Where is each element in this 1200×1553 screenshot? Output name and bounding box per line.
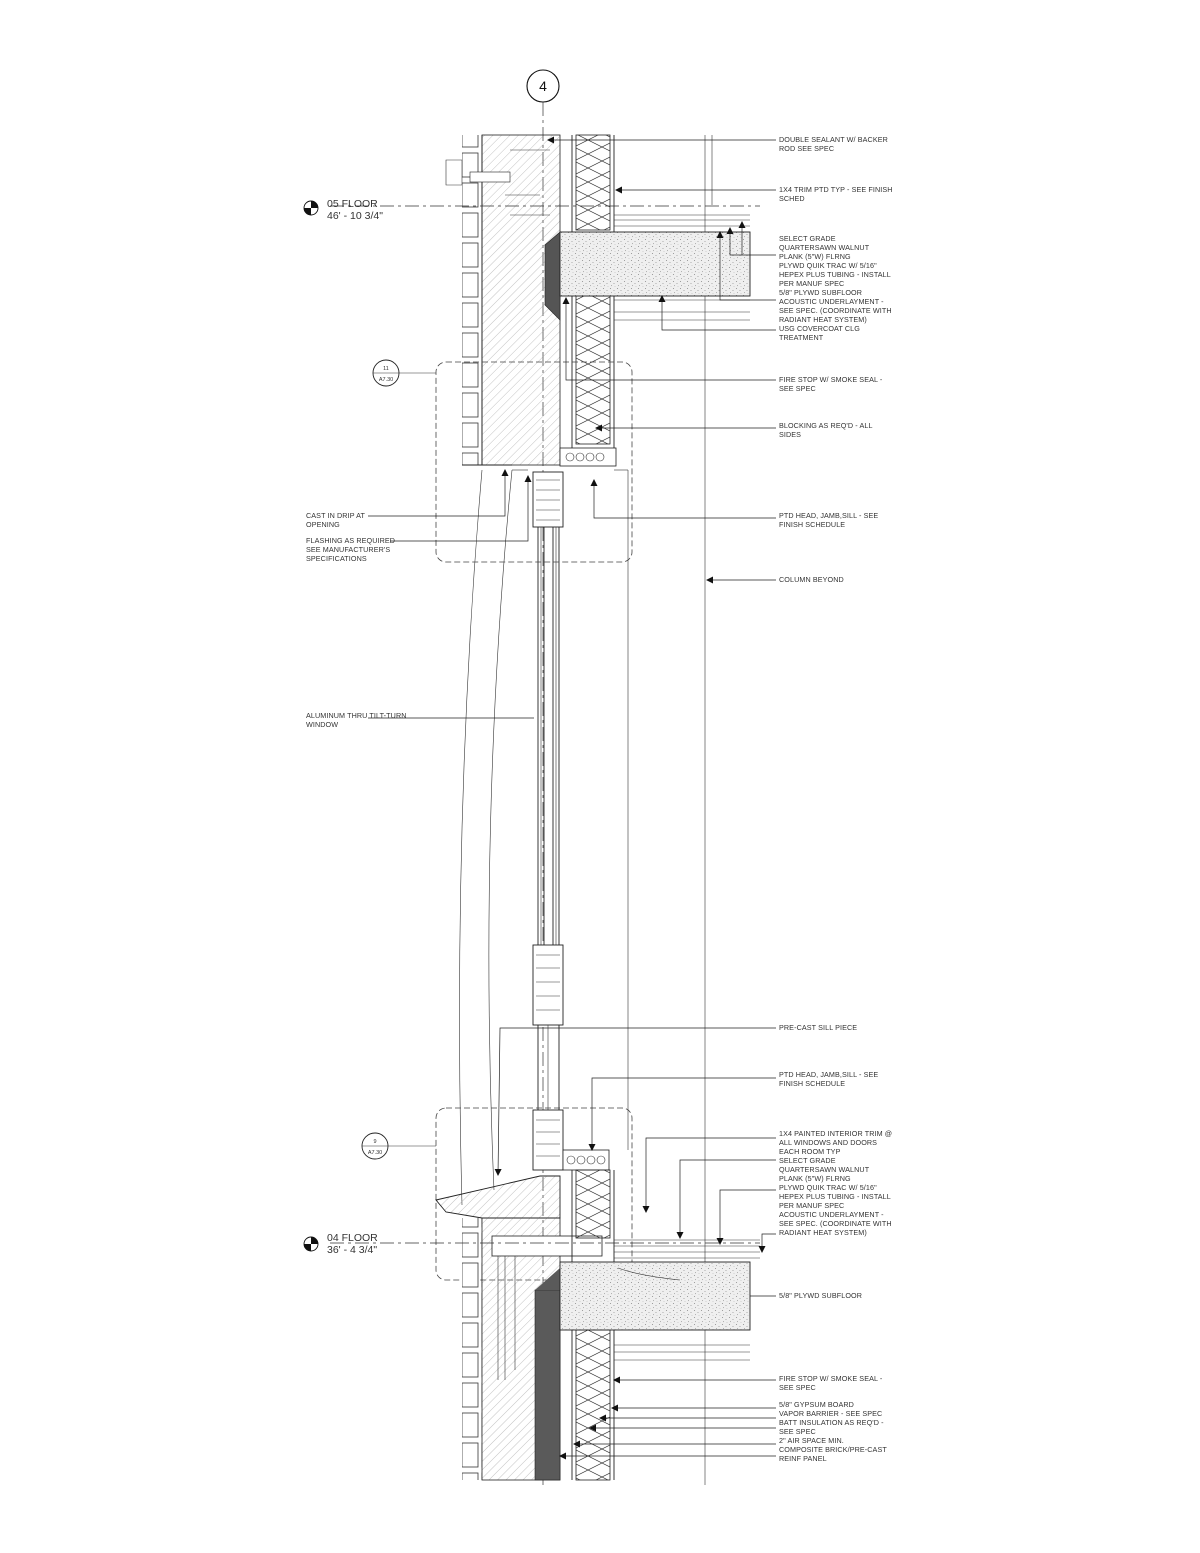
detail-tag-sheet-lower: A7.30	[368, 1150, 382, 1156]
level-marker-upper: 05 FLOOR 46' - 10 3/4"	[303, 198, 383, 222]
grid-number: 4	[539, 78, 547, 94]
tilt-turn-window	[532, 471, 564, 1171]
note-fire-stop-upper: FIRE STOP W/ SMOKE SEAL -SEE SPEC	[779, 375, 883, 393]
level-elevation-lower: 36' - 4 3/4"	[327, 1244, 377, 1256]
level-name-lower: 04 FLOOR	[327, 1232, 378, 1244]
level-marker-lower: 04 FLOOR 36' - 4 3/4"	[303, 1232, 378, 1256]
floor-slab-upper	[559, 214, 751, 321]
note-floor-assembly-lower: 1X4 PAINTED INTERIOR TRIM @ALL WINDOWS A…	[779, 1129, 892, 1237]
detail-callout-upper: 11 A7.30	[372, 359, 633, 563]
precast-wall-lower	[462, 1217, 603, 1481]
note-plywood-subfloor: 5/8" PLYWD SUBFLOOR	[779, 1291, 862, 1300]
exterior-reveal-profile	[459, 469, 528, 1206]
detail-tag-sheet-upper: A7.30	[379, 377, 393, 383]
note-fire-stop-lower: FIRE STOP W/ SMOKE SEAL -SEE SPEC	[779, 1374, 883, 1392]
note-column-beyond: COLUMN BEYOND	[779, 575, 844, 584]
note-precast-sill: PRE-CAST SILL PIECE	[779, 1023, 857, 1032]
detail-tag-number-upper: 11	[383, 366, 389, 372]
stud-wall-lower	[571, 1169, 615, 1481]
level-elevation-upper: 46' - 10 3/4"	[327, 210, 383, 222]
stud-wall-upper	[559, 134, 617, 467]
detail-tag-number-lower: 9	[373, 1139, 376, 1145]
floor-slab-lower	[559, 1239, 760, 1361]
level-name-upper: 05 FLOOR	[327, 198, 378, 210]
precast-wall-upper	[445, 134, 561, 466]
precast-sill	[435, 1149, 610, 1219]
column-beyond	[704, 135, 713, 1485]
leader-lines	[368, 136, 776, 1460]
detail-callout-lower: 9 A7.30	[361, 1107, 633, 1281]
